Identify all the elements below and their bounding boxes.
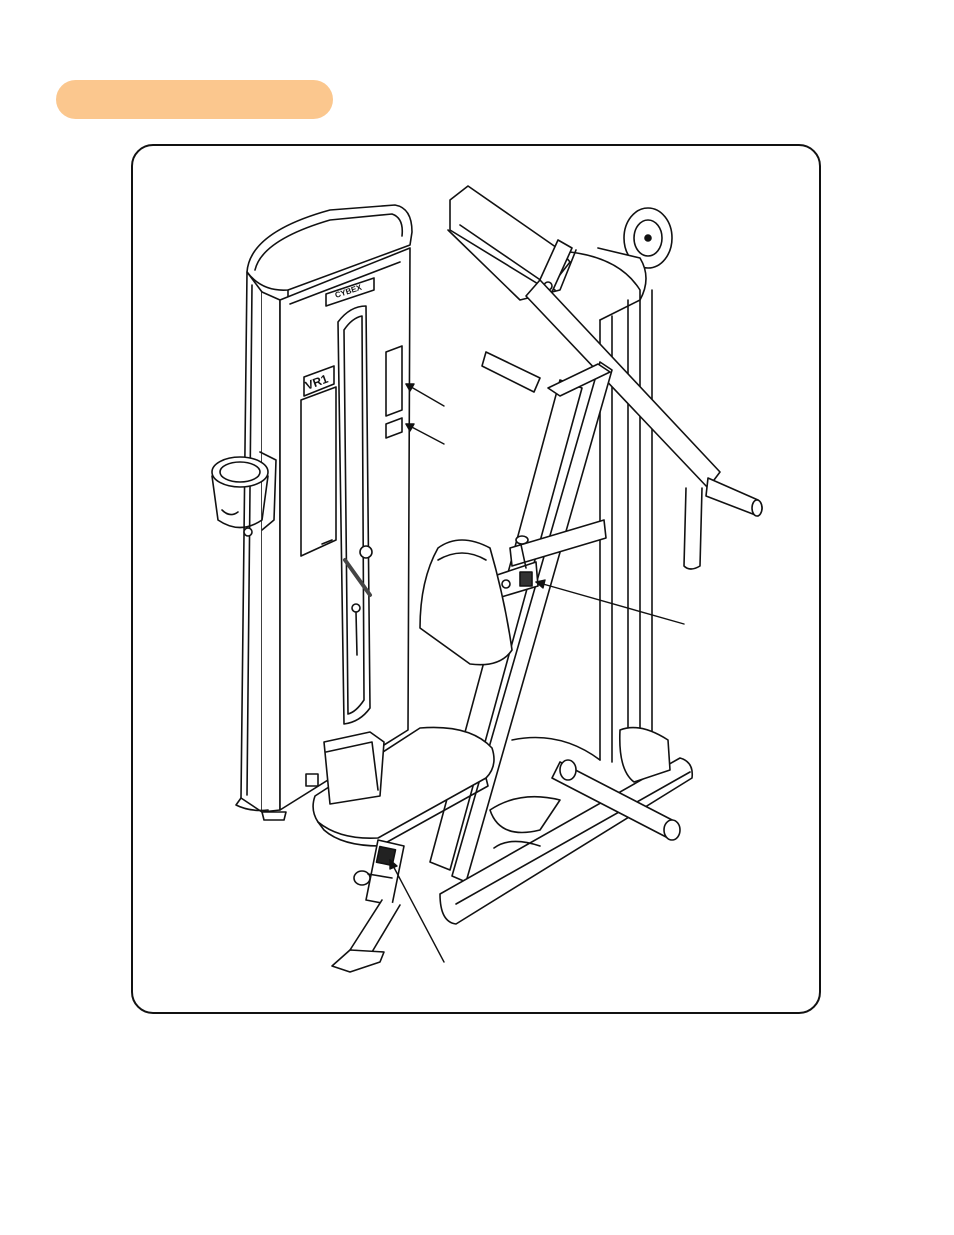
seat-assembly	[313, 727, 494, 972]
callout-arrow-seat-adjust	[536, 582, 684, 624]
accessory-holder	[212, 452, 276, 536]
figure-frame	[131, 144, 821, 1014]
callout-arrows	[390, 384, 684, 962]
main-frame	[420, 186, 762, 924]
section-header-tab	[56, 80, 333, 119]
callout-arrow-seat-post	[390, 860, 444, 962]
weight-stack-tower: CYBEX VR1	[236, 205, 412, 820]
